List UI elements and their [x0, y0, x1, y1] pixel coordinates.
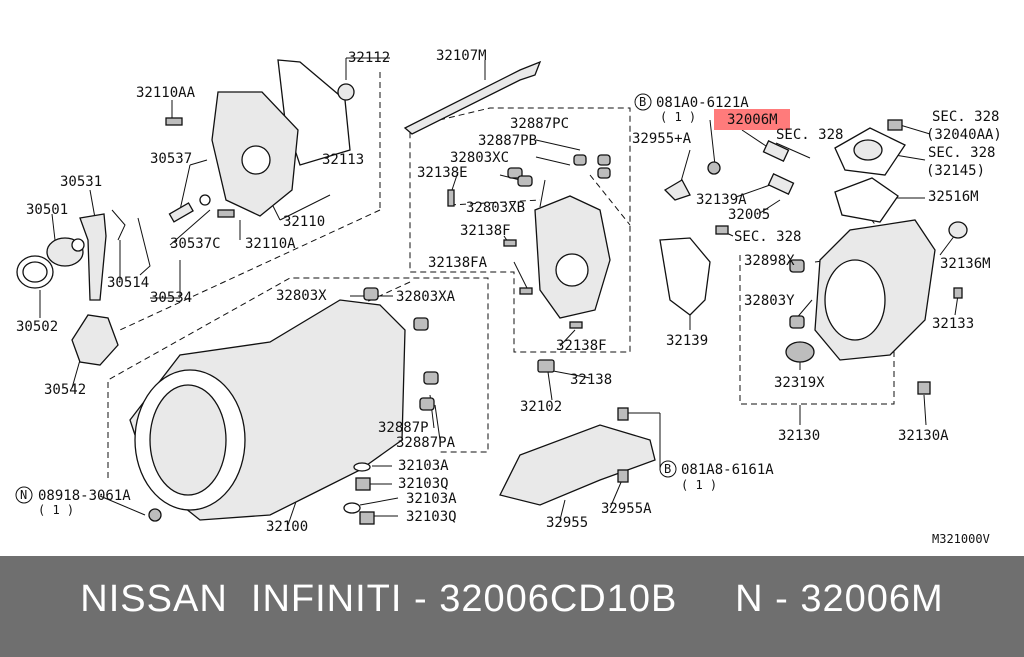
label-32110: 32110: [283, 214, 325, 230]
seal-30537c: [199, 194, 211, 206]
label-32803xa: 32803XA: [396, 289, 456, 305]
label-32138f-top: 32138F: [460, 223, 511, 239]
part-32102: [537, 359, 555, 373]
label-32516m: 32516M: [928, 189, 979, 205]
label-circle-b-lower: B: [664, 462, 671, 476]
label-32136m: 32136M: [940, 256, 991, 272]
label-32955: 32955: [546, 515, 588, 531]
label-32887pc: 32887PC: [510, 116, 569, 132]
label-32138f: 32138F: [556, 338, 607, 354]
pin-30537: [168, 202, 194, 223]
label-30502: 30502: [16, 319, 58, 335]
label-32803xc: 32803XC: [450, 150, 509, 166]
bolt-32110a: [217, 209, 235, 218]
label-081a8-6161a: 081A8-6161A: [681, 462, 774, 478]
label-32133: 32133: [932, 316, 974, 332]
label-30542: 30542: [44, 382, 86, 398]
label-32955-plus-a: 32955+A: [632, 131, 692, 147]
label-081a0-qty: ( 1 ): [660, 110, 696, 124]
bracket-32955a: [663, 179, 691, 201]
label-32112: 32112: [348, 50, 390, 66]
label-081a8-qty: ( 1 ): [681, 478, 717, 492]
label-30501: 30501: [26, 202, 68, 218]
label-32103q-1: 32103Q: [398, 476, 449, 492]
label-081a0-6121a: 081A0-6121A: [656, 95, 749, 111]
gutter-32955: [499, 424, 656, 506]
gasket-32139: [659, 237, 711, 316]
label-32138fa: 32138FA: [428, 255, 488, 271]
label-32138e: 32138E: [417, 165, 468, 181]
part-labels: 32112 32107M 32110AA 30537 32113 30531 3…: [15, 48, 1002, 546]
label-30514: 30514: [107, 275, 149, 291]
label-32110aa: 32110AA: [136, 85, 196, 101]
label-32103a-1: 32103A: [398, 458, 449, 474]
label-32955a: 32955A: [601, 501, 652, 517]
label-32113: 32113: [322, 152, 364, 168]
clip-30534: [137, 217, 151, 276]
label-32887p: 32887P: [378, 420, 429, 436]
label-32139: 32139: [666, 333, 708, 349]
plug-32113: [337, 83, 355, 101]
label-32139a: 32139A: [696, 192, 747, 208]
label-32040aa: (32040AA): [926, 127, 1002, 143]
label-32110a: 32110A: [245, 236, 296, 252]
label-circle-b-upper: B: [639, 95, 646, 109]
label-30537c: 30537C: [170, 236, 221, 252]
label-32130: 32130: [778, 428, 820, 444]
boot-30542: [71, 314, 119, 366]
switch-32005: [767, 173, 795, 195]
label-32887pa: 32887PA: [396, 435, 456, 451]
shift-rod-32107m: [403, 60, 542, 135]
switch-32006m: [762, 140, 790, 162]
label-32102: 32102: [520, 399, 562, 415]
label-sec328-b: SEC. 328: [932, 109, 999, 125]
label-30531: 30531: [60, 174, 102, 190]
bearing-32319x: [785, 341, 815, 363]
label-32145: (32145): [926, 163, 985, 179]
highlight-32006m: [714, 109, 790, 130]
label-m321000v: M321000V: [932, 532, 990, 546]
label-sec328-c: SEC. 328: [928, 145, 995, 161]
bolt-32110aa: [165, 117, 183, 126]
label-32803xb: 32803XB: [466, 200, 525, 216]
footer-banner: NISSAN INFINITI - 32006CD10B N - 32006M: [0, 556, 1024, 657]
label-30534: 30534: [150, 290, 192, 306]
label-32319x: 32319X: [774, 375, 825, 391]
label-32803y: 32803Y: [744, 293, 795, 309]
label-32100: 32100: [266, 519, 308, 535]
part-number-caption: NISSAN INFINITI - 32006CD10B N - 32006M: [80, 578, 944, 620]
label-32006m: 32006M: [727, 112, 778, 128]
fork-30531: [79, 213, 107, 301]
label-32887pb: 32887PB: [478, 133, 537, 149]
label-30537: 30537: [150, 151, 192, 167]
label-32898x: 32898X: [744, 253, 795, 269]
label-sec328-d: SEC. 328: [734, 229, 801, 245]
label-32103a-2: 32103A: [406, 491, 457, 507]
label-32005: 32005: [728, 207, 770, 223]
parts-artwork: [16, 59, 968, 525]
spring-30514: [111, 209, 126, 241]
label-32103q-2: 32103Q: [406, 509, 457, 525]
label-sec328-a: SEC. 328: [776, 127, 843, 143]
label-32138: 32138: [570, 372, 612, 388]
label-circle-n: N: [20, 488, 27, 502]
label-32107m: 32107M: [436, 48, 487, 64]
label-32803x: 32803X: [276, 288, 327, 304]
label-08918-qty: ( 1 ): [38, 503, 74, 517]
transmission-parts-diagram: 32112 32107M 32110AA 30537 32113 30531 3…: [15, 48, 1002, 546]
label-32130a: 32130A: [898, 428, 949, 444]
gasket-32516m: [834, 177, 899, 223]
label-08918-3061a: 08918-3061A: [38, 488, 131, 504]
